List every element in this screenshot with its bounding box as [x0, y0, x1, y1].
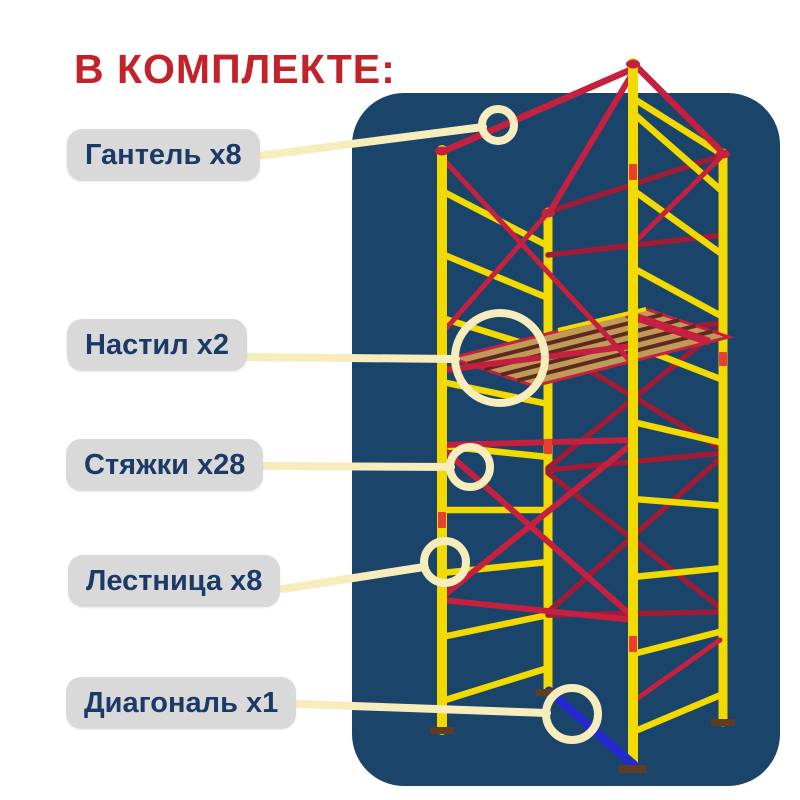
top-guardrail-left	[438, 63, 641, 156]
page-title: В КОМПЛЕКТЕ:	[74, 46, 396, 92]
callout-circle-lestnitsa	[420, 537, 470, 587]
callout-line-styazhki	[259, 462, 455, 471]
label-pill-lestnitsa: Лестница x8	[68, 555, 281, 607]
base-plates	[430, 689, 735, 773]
callout-line-diagonal	[293, 700, 551, 717]
top-guardrail-right	[633, 63, 727, 157]
post-caps	[435, 59, 730, 218]
callouts	[234, 105, 602, 744]
callout-line-gantel	[246, 123, 487, 161]
deck-end-beam	[625, 310, 711, 346]
label-pill-gantel: Гантель x8	[67, 129, 260, 181]
label-pill-styazhki: Стяжки x28	[66, 439, 264, 491]
callout-circle-styazhki	[446, 443, 494, 491]
right-frame	[629, 96, 728, 736]
callout-circle-diagonal	[542, 684, 602, 744]
label-pill-diagonal: Диагональ x1	[66, 677, 297, 729]
label-pill-nastil: Настил x2	[67, 319, 247, 371]
callout-circle-nastil	[451, 309, 549, 407]
callout-line-lestnitsa	[279, 563, 428, 593]
right-frame-rungs	[629, 96, 727, 736]
callout-circle-gantel	[478, 105, 518, 145]
brand-stickers	[438, 164, 727, 652]
callout-line-nastil	[234, 353, 460, 363]
